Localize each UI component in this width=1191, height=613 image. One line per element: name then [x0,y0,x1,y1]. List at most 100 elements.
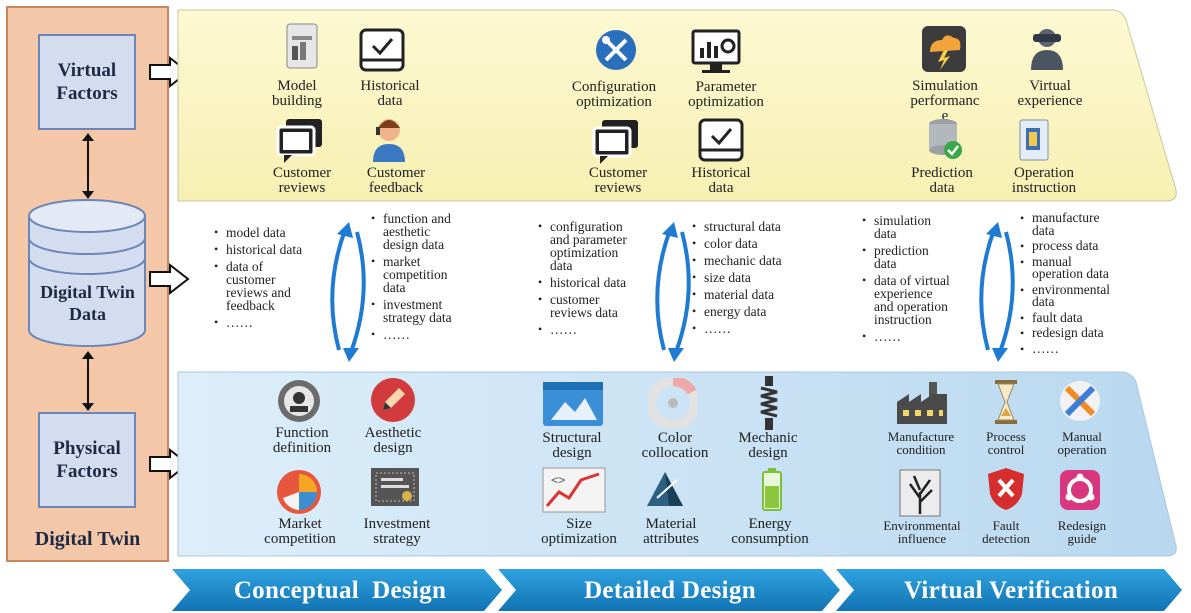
cycle-arrows-icon [655,222,691,362]
configuration-optimization-label: Configuration optimization [571,79,657,110]
list-item: customer reviews data [538,293,658,320]
list-item: process data [1020,239,1150,253]
conceptual-design-stage: Conceptual Design [233,577,447,604]
redesign-guide-label: Redesign guide [1057,518,1107,546]
factory-icon [897,382,947,424]
operation-instruction-label: Operation instruction [1011,165,1077,196]
list-item: material data [692,288,817,302]
database-icon [28,199,146,347]
manual-tools-icon [1060,381,1100,421]
digital-twin-label: Digital Twin [34,528,141,550]
battery-icon [762,468,782,511]
function-seal-icon [278,380,320,422]
list-item: redesign data [1020,326,1150,340]
double-arrow-icon [82,351,94,411]
detailed-left-data-list: configuration and parameter optimization… [538,220,658,340]
list-item: configuration and parameter optimization… [538,220,658,273]
pencil-design-icon [371,378,415,422]
monitor-settings-icon [691,29,741,73]
list-item: prediction data [862,244,982,271]
structure-window-icon [543,382,603,426]
parameter-optimization-label: Parameter optimization [688,79,764,110]
fault-shield-icon [988,468,1024,510]
redesign-circle-icon [1060,470,1100,510]
pie-chart-icon [277,470,321,514]
virtual-factors-box: Virtual Factors [38,34,136,130]
customer-reviews-label: Customer reviews [272,165,332,196]
list-item: data of virtual experience and operation… [862,274,982,327]
verification-stage-chevron [836,569,1182,611]
list-item: fault data [1020,311,1150,325]
virtual-experience-label: Virtual experience [1017,78,1083,109]
simulation-performance-label: Simulation performanc e [910,78,980,124]
document-icon [286,23,318,69]
list-item: …… [862,330,982,344]
customer-feedback-label: Customer feedback [366,165,426,196]
list-item: size data [692,271,817,285]
list-item: …… [1020,342,1150,356]
function-definition-label: Function definition [272,425,332,456]
model-building-label: Model building [271,78,322,109]
historical-data-label: Historical data [691,165,751,196]
digital-twin-data-label: Digital Twin Data [40,282,135,324]
cycle-arrows-icon [979,222,1015,362]
conceptual-left-data-list: model data historical data data of custo… [214,226,334,333]
list-item: structural data [692,220,817,234]
customer-reviews-label: Customer reviews [588,165,648,196]
list-item: …… [214,316,334,330]
list-item: manual operation data [1020,254,1150,281]
fault-detection-label: Fault detection [982,518,1030,546]
detailed-right-data-list: structural data color data mechanic data… [692,220,817,339]
list-item: …… [538,323,658,337]
certificate-icon [371,468,419,506]
hard-drive-check-icon [698,118,744,162]
detailed-design-stage: Detailed Design [584,577,756,604]
spring-shock-icon [760,376,778,430]
instruction-manual-icon [1019,119,1049,161]
list-item: function and aesthetic design data [371,212,481,252]
size-optimization-label: Size optimization [541,516,617,547]
list-item: mechanic data [692,254,817,268]
list-item: model data [214,226,334,240]
list-item: color data [692,237,817,251]
historical-data-label: Historical data [360,78,420,109]
market-competition-label: Market competition [264,516,336,547]
list-item: energy data [692,305,817,319]
energy-consumption-label: Energy consumption [731,516,809,547]
material-attributes-label: Material attributes [643,516,699,547]
list-item: investment strategy data [371,298,481,325]
hourglass-icon [995,380,1017,424]
right-arrow-icon [149,263,190,295]
mechanic-design-label: Mechanic design [738,430,798,461]
color-wheel-icon [648,378,698,428]
manufacture-condition-label: Manufacture condition [887,429,955,457]
list-item: …… [692,322,817,336]
chat-bubbles-icon [276,119,322,163]
material-prism-icon [647,472,683,506]
list-item: market competition data [371,255,481,295]
virtual-verification-stage: Virtual Verification [903,577,1119,604]
conceptual-stage-chevron [172,569,502,611]
chat-bubbles-icon [592,120,638,164]
list-item: historical data [214,243,334,257]
structural-design-label: Structural design [542,430,602,461]
database-check-icon [929,119,962,159]
vr-user-icon [1031,29,1063,70]
svg-text:<>: <> [551,473,565,487]
verification-left-data-list: simulation data prediction data data of … [862,214,982,347]
size-chart-icon: <> [542,467,606,513]
process-control-label: Process control [986,429,1026,457]
environmental-influence-label: Environmental influence [883,518,961,546]
storm-cloud-icon [922,26,966,72]
aesthetic-design-label: Aesthetic design [364,425,422,456]
list-item: manufacture data [1020,211,1150,237]
list-item: simulation data [862,214,982,241]
color-collocation-label: Color collocation [641,430,709,461]
manual-operation-label: Manual operation [1057,429,1107,457]
cycle-arrows-icon [330,222,366,362]
hard-drive-check-icon [359,28,405,72]
list-item: historical data [538,276,658,290]
detailed-stage-chevron [498,569,840,611]
